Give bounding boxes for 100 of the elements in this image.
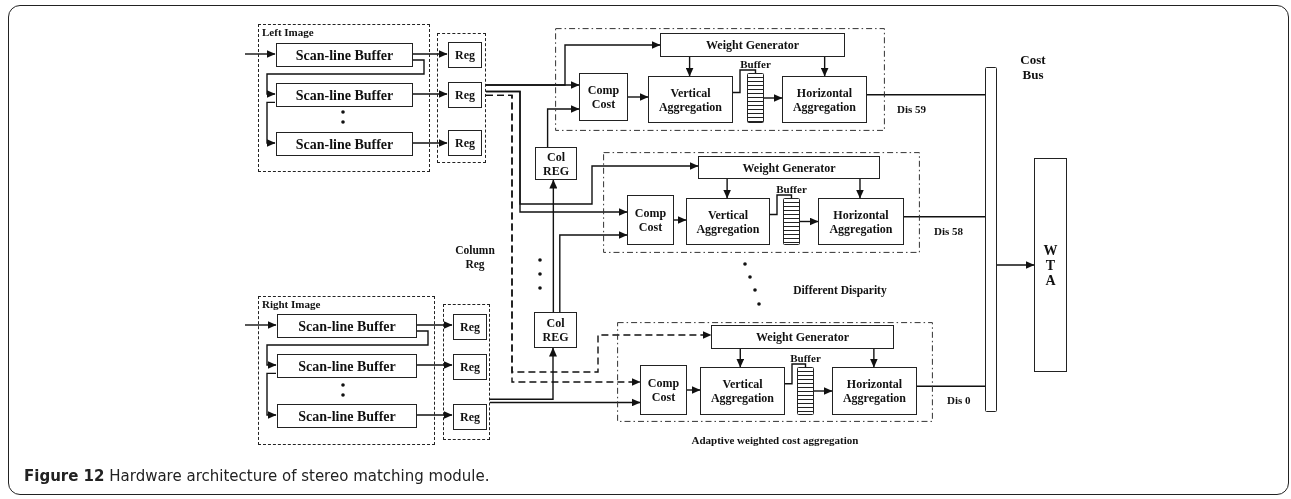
connector-line bbox=[903, 216, 986, 218]
arrow bbox=[485, 81, 580, 89]
box-label: Col REG bbox=[541, 316, 570, 344]
box-label: Reg bbox=[454, 136, 476, 150]
arrow bbox=[415, 321, 453, 329]
connector-line bbox=[916, 385, 986, 387]
arrow bbox=[673, 216, 687, 224]
box-label: Col REG bbox=[542, 149, 570, 178]
arrow bbox=[244, 50, 276, 58]
process-box bbox=[700, 367, 785, 415]
arrow bbox=[549, 179, 558, 313]
process-box bbox=[832, 367, 917, 415]
block-caption: Buffer bbox=[739, 58, 772, 70]
aggregation-group-box bbox=[555, 28, 885, 131]
process-box bbox=[277, 354, 417, 378]
process-box bbox=[711, 325, 894, 349]
arrow bbox=[485, 94, 641, 386]
arrow bbox=[869, 348, 878, 368]
arrow bbox=[244, 321, 277, 329]
block-caption: Buffer bbox=[789, 352, 822, 364]
arrow bbox=[411, 139, 448, 147]
cost-bus-bar bbox=[985, 67, 997, 412]
buffer-stack bbox=[797, 367, 814, 415]
arrow bbox=[856, 178, 864, 199]
connector-line bbox=[866, 94, 986, 96]
process-box bbox=[660, 33, 845, 57]
box-label: Vertical Aggregation bbox=[657, 85, 724, 114]
box-label: Horizontal Aggregation bbox=[828, 207, 894, 236]
arrow bbox=[736, 348, 745, 368]
box-label: Scan-line Buffer bbox=[297, 408, 397, 424]
process-box bbox=[534, 312, 577, 348]
arrow bbox=[411, 50, 448, 58]
process-box bbox=[627, 195, 674, 245]
group-caption: Adaptive weighted cost aggregation bbox=[690, 434, 860, 446]
arrow bbox=[415, 411, 453, 419]
note-label: Column Reg bbox=[454, 243, 496, 271]
arrow bbox=[415, 361, 453, 369]
group-heading: Right Image bbox=[262, 298, 321, 310]
arrow bbox=[266, 59, 425, 98]
box-label: Vertical Aggregation bbox=[695, 207, 761, 236]
process-box bbox=[276, 83, 413, 107]
box-label: Weight Generator bbox=[705, 38, 800, 52]
box-label: Comp Cost bbox=[646, 376, 681, 404]
arrow bbox=[627, 93, 649, 101]
arrow bbox=[266, 372, 277, 419]
arrow bbox=[723, 178, 732, 199]
process-box bbox=[686, 198, 770, 245]
box-label: Horizontal Aggregation bbox=[841, 377, 908, 405]
box-label: Scan-line Buffer bbox=[294, 136, 395, 152]
aggregation-group-box bbox=[603, 152, 920, 253]
arrow bbox=[686, 386, 701, 394]
arrow bbox=[559, 231, 628, 313]
process-box bbox=[453, 404, 487, 430]
box-label: Comp Cost bbox=[586, 83, 621, 111]
process-box bbox=[277, 314, 417, 338]
dashed-group-box bbox=[258, 296, 435, 445]
process-box bbox=[276, 132, 413, 156]
arrow bbox=[266, 330, 429, 369]
buffer-stack bbox=[783, 198, 800, 245]
arrow bbox=[485, 90, 628, 216]
block-caption: Buffer bbox=[775, 183, 808, 195]
arrow bbox=[685, 56, 694, 77]
process-box bbox=[1034, 158, 1067, 372]
figure-caption: Figure 12 Hardware architecture of stereo matching module. bbox=[24, 467, 490, 485]
arrow bbox=[546, 105, 580, 148]
box-label: Scan-line Buffer bbox=[294, 87, 395, 103]
box-label: Weight Generator bbox=[755, 330, 850, 344]
connector-line bbox=[732, 69, 757, 94]
box-label: W T A bbox=[1042, 242, 1059, 288]
process-box bbox=[453, 314, 487, 340]
block-caption: Cost Bus bbox=[1019, 52, 1047, 82]
box-label: Reg bbox=[454, 88, 476, 102]
note-label: Different Disparity bbox=[792, 283, 888, 297]
connector-line bbox=[769, 194, 793, 216]
aggregation-group-box bbox=[617, 322, 933, 422]
arrow bbox=[411, 90, 448, 98]
box-label: Reg bbox=[459, 360, 481, 374]
dashed-group-box bbox=[443, 304, 490, 440]
process-box bbox=[782, 76, 867, 123]
process-box bbox=[276, 43, 413, 67]
process-box bbox=[453, 354, 487, 380]
process-box bbox=[448, 130, 482, 156]
arrow bbox=[996, 261, 1035, 270]
process-box bbox=[277, 404, 417, 428]
process-box bbox=[448, 42, 482, 68]
box-label: Reg bbox=[459, 410, 481, 424]
connector-line bbox=[784, 363, 807, 385]
arrow bbox=[266, 101, 276, 147]
process-box bbox=[818, 198, 904, 245]
arrow bbox=[820, 56, 829, 77]
arrow bbox=[763, 94, 783, 102]
box-label: Vertical Aggregation bbox=[709, 377, 776, 405]
process-box bbox=[579, 73, 628, 121]
process-box bbox=[448, 82, 482, 108]
process-box bbox=[640, 365, 687, 415]
box-label: Weight Generator bbox=[741, 160, 837, 175]
process-box bbox=[535, 147, 577, 180]
buffer-stack bbox=[747, 73, 764, 123]
box-label: Scan-line Buffer bbox=[297, 358, 397, 374]
arrow bbox=[489, 347, 557, 400]
